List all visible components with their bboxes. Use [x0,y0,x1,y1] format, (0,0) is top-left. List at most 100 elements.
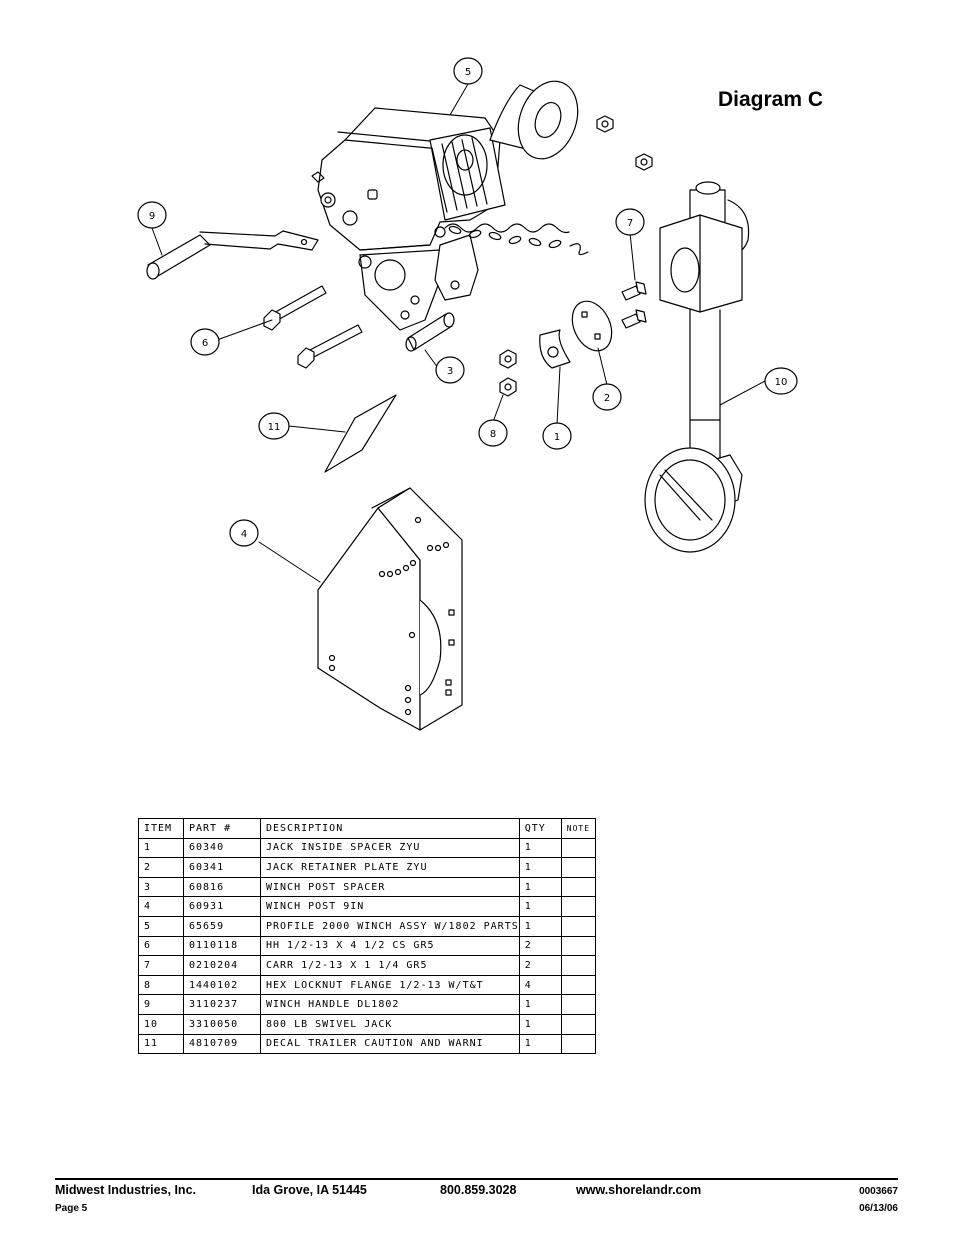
table-row: 6 0110118 HH 1/2-13 X 4 1/2 CS GR5 2 [138,935,596,957]
hex-locknut-part [499,115,653,397]
table-row: 5 65659 PROFILE 2000 WINCH ASSY W/1802 P… [138,915,596,937]
cell-item: 11 [138,1033,184,1055]
cell-part-number: 60340 [183,837,261,859]
parts-table: ITEM PART # DESCRIPTION QTY NOTE 1 60340… [138,818,596,1055]
cell-item: 3 [138,876,184,898]
cell-item: 10 [138,1013,184,1035]
cell-note [560,974,596,996]
cell-note [560,1033,596,1055]
header-item: ITEM [138,818,184,839]
cell-item: 4 [138,896,184,917]
cell-description: JACK RETAINER PLATE ZYU [260,857,520,878]
callout-10: 10 [764,367,798,395]
callout-8: 8 [478,419,508,447]
svg-text:2: 2 [604,393,610,404]
cell-note [560,935,596,957]
svg-text:4: 4 [241,529,247,540]
cell-qty: 1 [518,876,562,898]
footer-city: Ida Grove, IA 51445 [252,1183,367,1197]
cell-note [560,896,596,917]
footer-divider [55,1178,898,1180]
hex-bolt-part [263,285,363,369]
table-row: 11 4810709 DECAL TRAILER CAUTION AND WAR… [138,1033,596,1055]
table-row: 9 3110237 WINCH HANDLE DL1802 1 [138,994,596,1015]
table-row: 10 3310050 800 LB SWIVEL JACK 1 [138,1013,596,1035]
cell-item: 1 [138,837,184,859]
cell-note [560,955,596,976]
table-row: 1 60340 JACK INSIDE SPACER ZYU 1 [138,837,596,859]
svg-text:9: 9 [149,211,155,222]
diagram-title: Diagram C [718,88,824,111]
footer-website: www.shorelandr.com [576,1183,702,1197]
svg-text:1: 1 [554,432,560,443]
cell-description: WINCH POST 9IN [260,896,520,917]
decal-part [324,394,397,473]
footer-company: Midwest Industries, Inc. [55,1183,196,1197]
header-description: DESCRIPTION [260,818,520,839]
cell-description: HH 1/2-13 X 4 1/2 CS GR5 [260,935,520,957]
table-row: 4 60931 WINCH POST 9IN 1 [138,896,596,917]
cell-qty: 1 [518,915,562,937]
footer-date: 06/13/06 [859,1203,898,1214]
jack-inside-spacer-part [539,329,571,369]
cell-qty: 2 [518,935,562,957]
leader-lines [151,83,766,583]
cell-description: WINCH HANDLE DL1802 [260,994,520,1015]
cell-item: 8 [138,974,184,996]
cell-item: 9 [138,994,184,1015]
winch-handle-part [146,230,319,280]
callout-6: 6 [190,328,220,356]
header-part-number: PART # [183,818,261,839]
cell-description: 800 LB SWIVEL JACK [260,1013,520,1035]
footer-doc-number: 0003667 [859,1186,898,1197]
svg-text:5: 5 [465,67,471,78]
callout-5: 5 [453,57,483,85]
cell-item: 5 [138,915,184,937]
cell-description: WINCH POST SPACER [260,876,520,898]
cell-description: PROFILE 2000 WINCH ASSY W/1802 PARTS [260,915,520,937]
cell-part-number: 0210204 [183,955,261,976]
cell-qty: 1 [518,896,562,917]
cell-part-number: 3110237 [183,994,261,1015]
cell-note [560,857,596,878]
callout-9: 9 [137,201,167,229]
cell-qty: 1 [518,994,562,1015]
cell-item: 6 [138,935,184,957]
cell-qty: 1 [518,1013,562,1035]
jack-retainer-plate-part [571,300,613,352]
cell-description: CARR 1/2-13 X 1 1/4 GR5 [260,955,520,976]
cell-note [560,915,596,937]
winch-post-part [317,487,463,731]
callout-2: 2 [592,383,622,411]
winch-assembly-part [311,80,589,331]
cell-note [560,994,596,1015]
exploded-parts-drawing: 5 9 6 3 7 2 10 11 8 1 4 [137,57,798,731]
winch-post-spacer-part [405,312,455,352]
table-row: 2 60341 JACK RETAINER PLATE ZYU 1 [138,857,596,878]
cell-description: DECAL TRAILER CAUTION AND WARNI [260,1033,520,1055]
callout-7: 7 [615,208,645,236]
table-row: 3 60816 WINCH POST SPACER 1 [138,876,596,898]
svg-text:8: 8 [490,429,496,440]
footer-page-number: Page 5 [55,1203,88,1214]
cell-part-number: 1440102 [183,974,261,996]
cell-qty: 1 [518,1033,562,1055]
carriage-bolt-part [621,281,647,329]
svg-text:11: 11 [268,422,281,433]
cell-part-number: 60931 [183,896,261,917]
callout-11: 11 [258,412,290,440]
cell-qty: 2 [518,955,562,976]
cell-part-number: 3310050 [183,1013,261,1035]
svg-text:6: 6 [202,338,208,349]
header-note: NOTE [560,818,596,839]
table-row: 8 1440102 HEX LOCKNUT FLANGE 1/2-13 W/T&… [138,974,596,996]
svg-text:10: 10 [775,377,788,388]
table-row: 7 0210204 CARR 1/2-13 X 1 1/4 GR5 2 [138,955,596,976]
cell-part-number: 60816 [183,876,261,898]
cell-part-number: 60341 [183,857,261,878]
cell-qty: 4 [518,974,562,996]
cell-item: 2 [138,857,184,878]
header-qty: QTY [518,818,562,839]
cell-note [560,876,596,898]
cell-part-number: 0110118 [183,935,261,957]
